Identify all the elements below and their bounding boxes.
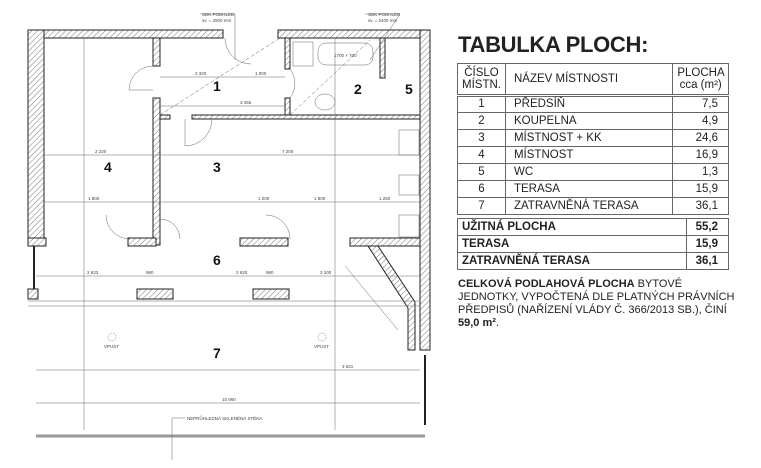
room-number: 3 <box>457 129 506 147</box>
room-area: 1,3 <box>672 163 729 181</box>
summary-label: UŽITNÁ PLOCHA <box>457 218 687 236</box>
dimension: 2 620 <box>236 270 248 275</box>
note-text: BYTOVÉ JEDNOTKY, VYPOČTENÁ DLE PLATNÝCH … <box>458 278 735 316</box>
room-area: 4,9 <box>672 112 729 130</box>
sdk-left-label: SDK PODHLED <box>202 12 235 17</box>
drain-label: VPUST <box>314 344 329 349</box>
room-name: MÍSTNOST <box>504 146 674 164</box>
sdk-right-height: sv. = 2400 mm <box>368 18 398 23</box>
room-number: 2 <box>457 112 506 130</box>
room-label-4: 4 <box>104 159 112 175</box>
sdk-left-height: sv. = 2500 mm <box>202 18 232 23</box>
dimension: 960 <box>146 270 154 275</box>
summary-label: TERASA <box>457 235 687 253</box>
room-name: PŘEDSÍŇ <box>504 94 674 113</box>
dimension: 2 100 <box>320 270 332 275</box>
sdk-right-label: SDK PODHLED <box>368 12 401 17</box>
glass-wall-label: NEPRŮHLEDNÁ SKLENĚNÁ STĚNA <box>187 414 263 421</box>
drain-label: VPUST <box>104 344 119 349</box>
dimension: 2 220 <box>95 149 107 154</box>
room-name: MÍSTNOST + KK <box>504 129 674 147</box>
summary-label: ZATRAVNĚNÁ TERASA <box>457 252 687 270</box>
room-area: 16,9 <box>672 146 729 164</box>
dimension: 10 960 <box>222 397 236 402</box>
room-number: 1 <box>457 94 506 113</box>
table-header: ČÍSLO MÍSTN. NÁZEV MÍSTNOSTI PLOCHA cca … <box>457 63 729 96</box>
room-label-7: 7 <box>213 345 221 361</box>
room-name: KOUPELNA <box>504 112 674 130</box>
room-number: 7 <box>457 197 506 215</box>
room-label-5: 5 <box>405 81 413 97</box>
annotations: SDK PODHLED sv. = 2500 mm SDK PODHLED sv… <box>87 12 401 421</box>
floor-area-note: CELKOVÁ PODLAHOVÁ PLOCHA BYTOVÉ JEDNOTKY… <box>458 278 738 330</box>
header-name: NÁZEV MÍSTNOSTI <box>504 63 674 96</box>
summary-area: 36,1 <box>686 252 729 270</box>
bathtub-label: 1700 × 700 <box>334 53 357 58</box>
dimension: 1 000 <box>255 71 267 76</box>
room-area: 7,5 <box>672 94 729 113</box>
room-name: ZATRAVNĚNÁ TERASA <box>504 197 674 215</box>
note-lead: CELKOVÁ PODLAHOVÁ PLOCHA <box>458 278 635 290</box>
room-labels: 1 2 3 4 5 6 7 <box>104 78 413 361</box>
walls <box>27 29 431 351</box>
dimension: 1 800 <box>314 196 326 201</box>
room-number: 5 <box>457 163 506 181</box>
summary-area: 15,9 <box>686 235 729 253</box>
room-label-3: 3 <box>213 159 221 175</box>
room-name: TERASA <box>504 180 674 198</box>
dimension: 3 455 <box>240 100 252 105</box>
header-number: ČÍSLO MÍSTN. <box>457 63 506 96</box>
dimension: 1 800 <box>88 196 100 201</box>
dimension: 960 <box>266 270 274 275</box>
dimension: 2 633 <box>87 270 99 275</box>
dimension: 7 200 <box>282 149 294 154</box>
note-end: . <box>495 317 499 329</box>
area-table: ČÍSLO MÍSTN. NÁZEV MÍSTNOSTI PLOCHA cca … <box>457 63 729 215</box>
floor-plan: SDK PODHLED sv. = 2500 mm SDK PODHLED sv… <box>27 12 431 460</box>
room-number: 4 <box>457 146 506 164</box>
dimension: 3 621 <box>342 364 354 369</box>
area-summary-panel: TABULKA PLOCH: ČÍSLO MÍSTN. NÁZEV MÍSTNO… <box>457 32 747 330</box>
room-label-1: 1 <box>213 78 221 94</box>
header-area: PLOCHA cca (m²) <box>672 63 729 96</box>
room-area: 15,9 <box>672 180 729 198</box>
summary-area: 55,2 <box>686 218 729 236</box>
plan-lines <box>28 13 426 460</box>
room-area: 24,6 <box>672 129 729 147</box>
note-value: 59,0 m² <box>458 317 496 329</box>
dimension: 1 200 <box>258 196 270 201</box>
room-label-2: 2 <box>354 81 362 97</box>
room-area: 36,1 <box>672 197 729 215</box>
room-label-6: 6 <box>213 252 221 268</box>
room-number: 6 <box>457 180 506 198</box>
room-name: WC <box>504 163 674 181</box>
table-title: TABULKA PLOCH: <box>458 32 649 57</box>
dimension: 1 250 <box>379 196 391 201</box>
dimension: 2 320 <box>195 71 207 76</box>
